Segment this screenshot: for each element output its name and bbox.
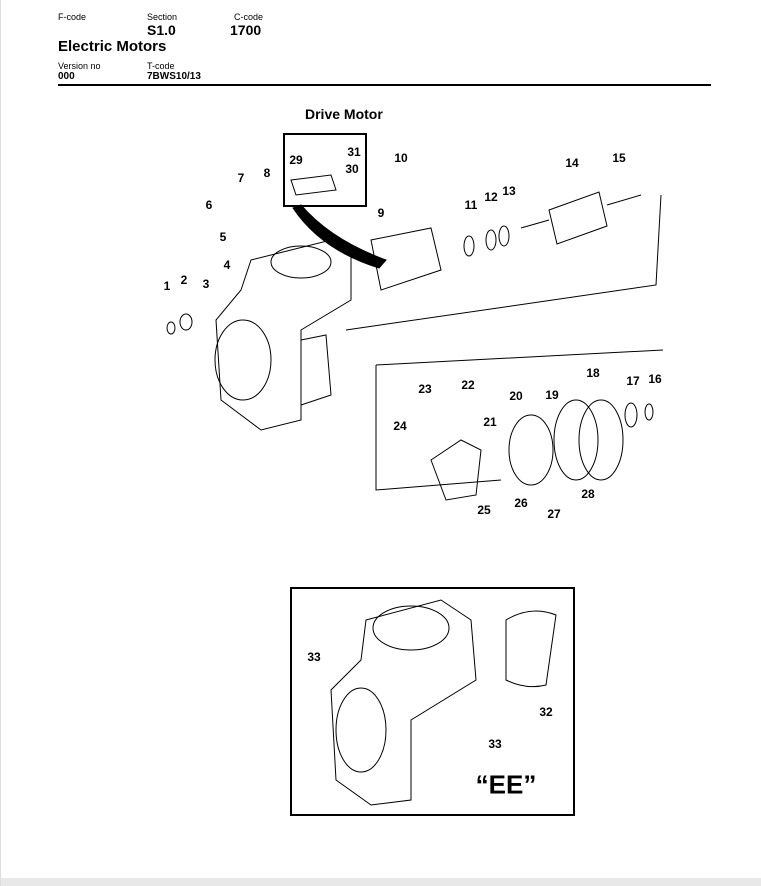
callout-24: 24: [393, 419, 407, 433]
callout-33: 33: [488, 737, 502, 751]
callout-7: 7: [237, 171, 245, 185]
armature: [548, 191, 608, 245]
callout-13: 13: [502, 184, 516, 198]
callout-6: 6: [205, 198, 213, 212]
page-title: Electric Motors: [58, 38, 167, 55]
callout-16: 16: [648, 372, 662, 386]
callout-27: 27: [547, 507, 561, 521]
callout-10: 10: [394, 151, 408, 165]
ee-inset-label: “EE”: [475, 769, 537, 800]
callout-3: 3: [202, 277, 210, 291]
callout-23: 23: [418, 382, 432, 396]
ccode-label: C-code: [234, 12, 264, 22]
ccode-value: 1700: [230, 22, 262, 38]
callout-20: 20: [509, 389, 523, 403]
motor-housing: [215, 239, 352, 431]
detail-inset-box: [283, 133, 367, 207]
callout-2: 2: [180, 273, 188, 287]
callout-33: 33: [307, 650, 321, 664]
section-value: S1.0: [147, 22, 176, 38]
fcode-label: F-code: [58, 12, 87, 22]
tcode-value: 7BWS10/13: [147, 71, 201, 82]
callout-17: 17: [626, 374, 640, 388]
callout-5: 5: [219, 230, 227, 244]
detail-pointer: [292, 204, 387, 269]
version-label: Version no: [58, 61, 101, 71]
callout-32: 32: [539, 705, 553, 719]
callout-12: 12: [484, 190, 498, 204]
callout-14: 14: [565, 156, 579, 170]
header-rule: [58, 84, 711, 86]
callout-8: 8: [263, 166, 271, 180]
callout-28: 28: [581, 487, 595, 501]
section-label: Section: [147, 12, 178, 22]
callout-26: 26: [514, 496, 528, 510]
diagram-title: Drive Motor: [305, 106, 383, 122]
tcode-label: T-code: [147, 61, 175, 71]
callout-18: 18: [586, 366, 600, 380]
page-bottom-strip: [1, 878, 761, 886]
callout-9: 9: [377, 206, 385, 220]
callout-15: 15: [612, 151, 626, 165]
callout-4: 4: [223, 258, 231, 272]
callout-19: 19: [545, 388, 559, 402]
callout-29: 29: [289, 153, 303, 167]
callout-21: 21: [483, 415, 497, 429]
callout-30: 30: [345, 162, 359, 176]
callout-31: 31: [347, 145, 361, 159]
callout-11: 11: [464, 198, 478, 212]
callout-25: 25: [477, 503, 491, 517]
callout-1: 1: [163, 279, 171, 293]
callout-22: 22: [461, 378, 475, 392]
ee-inset-box: [290, 587, 575, 816]
version-value: 000: [58, 71, 75, 82]
